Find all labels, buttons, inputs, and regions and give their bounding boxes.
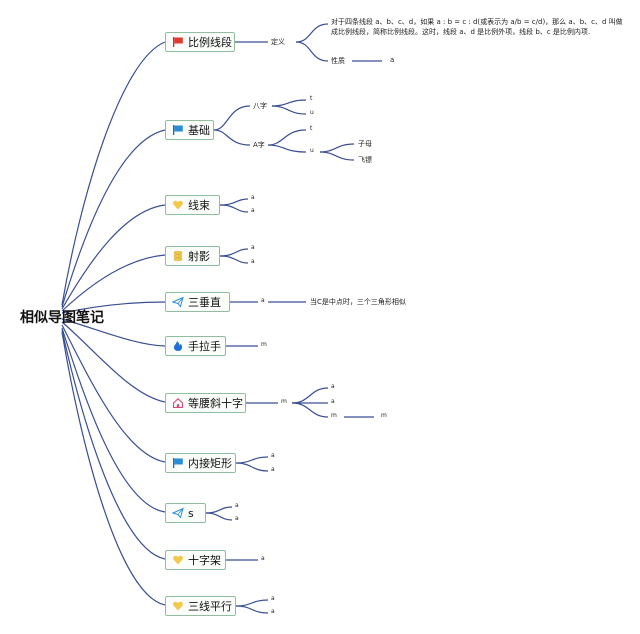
topic-label: 三线平行 — [188, 600, 232, 613]
blue-flag-icon — [172, 457, 184, 469]
topic-basics[interactable]: 基础 — [165, 120, 214, 140]
leaf-midpoint-note[interactable]: 当C是中点时，三个三角形相似 — [310, 298, 406, 306]
leaf-a[interactable]: a — [251, 207, 255, 214]
coin-stack-icon — [172, 250, 184, 262]
topic-hand-in-hand[interactable]: 手拉手 — [165, 336, 226, 356]
topic-proportional-segments[interactable]: 比例线段 — [165, 32, 235, 52]
topic-label: 内接矩形 — [188, 457, 232, 470]
red-flag-icon — [172, 36, 184, 48]
leaf-a[interactable]: a — [271, 608, 275, 615]
topic-label: 三垂直 — [188, 296, 221, 309]
leaf-a[interactable]: a — [331, 383, 335, 390]
yellow-heart-icon — [172, 554, 184, 566]
leaf-a[interactable]: a — [251, 194, 255, 201]
topic-three-perpendicular[interactable]: 三垂直 — [165, 292, 230, 312]
leaf-a-u[interactable]: u — [310, 147, 314, 154]
topic-line-bundle[interactable]: 线束 — [165, 195, 220, 215]
paper-plane-icon — [171, 296, 184, 308]
leaf-a-shape[interactable]: A字 — [253, 141, 265, 149]
leaf-property[interactable]: 性质 — [331, 57, 345, 65]
leaf-m[interactable]: m — [261, 341, 267, 348]
blue-flag-icon — [172, 124, 184, 136]
topic-label: 十字架 — [188, 554, 221, 567]
leaf-a[interactable]: a — [261, 555, 265, 562]
home-icon — [172, 397, 184, 409]
leaf-a[interactable]: a — [271, 452, 275, 459]
topic-inscribed-rectangle[interactable]: 内接矩形 — [165, 453, 236, 473]
leaf-m[interactable]: m — [381, 412, 387, 419]
root-topic[interactable]: 相似导图笔记 — [20, 310, 104, 326]
leaf-a-t[interactable]: t — [310, 125, 313, 132]
paper-plane-icon — [171, 507, 184, 519]
leaf-a[interactable]: a — [251, 258, 255, 265]
leaf-a[interactable]: a — [235, 502, 239, 509]
leaf-a[interactable]: a — [271, 466, 275, 473]
leaf-definition[interactable]: 定义 — [271, 38, 285, 46]
topic-label: 线束 — [188, 199, 210, 212]
yellow-heart-icon — [172, 600, 184, 612]
leaf-a[interactable]: a — [251, 244, 255, 251]
topic-label: 手拉手 — [188, 340, 221, 353]
topic-label: 等腰斜十字 — [188, 397, 243, 410]
topic-isosceles-oblique-cross[interactable]: 等腰斜十字 — [165, 393, 246, 413]
leaf-eight-t[interactable]: t — [310, 95, 313, 102]
leaf-a[interactable]: a — [271, 595, 275, 602]
topic-label: s — [188, 506, 194, 520]
leaf-eight-shape[interactable]: 八字 — [253, 102, 267, 110]
leaf-property-a[interactable]: a — [390, 56, 395, 64]
leaf-a[interactable]: a — [331, 398, 335, 405]
topic-label: 射影 — [188, 250, 210, 263]
topic-three-parallel-lines[interactable]: 三线平行 — [165, 596, 236, 616]
leaf-mother-child[interactable]: 子母 — [358, 140, 372, 148]
topic-s[interactable]: s — [165, 503, 206, 523]
leaf-definition-text[interactable]: 对于四条线段 a、b、c、d，如果 a : b = c : d(或表示为 a/b… — [331, 18, 623, 36]
topic-label: 基础 — [188, 124, 210, 137]
leaf-m[interactable]: m — [281, 398, 287, 405]
topic-label: 比例线段 — [188, 36, 232, 49]
topic-cross-frame[interactable]: 十字架 — [165, 550, 226, 570]
leaf-eight-u[interactable]: u — [310, 109, 314, 116]
flame-icon — [172, 340, 184, 352]
leaf-dart[interactable]: 飞镖 — [358, 156, 372, 164]
leaf-a[interactable]: a — [261, 297, 265, 304]
leaf-a[interactable]: a — [235, 515, 239, 522]
topic-projection[interactable]: 射影 — [165, 246, 220, 266]
leaf-m[interactable]: m — [331, 412, 337, 419]
yellow-heart-icon — [172, 199, 184, 211]
